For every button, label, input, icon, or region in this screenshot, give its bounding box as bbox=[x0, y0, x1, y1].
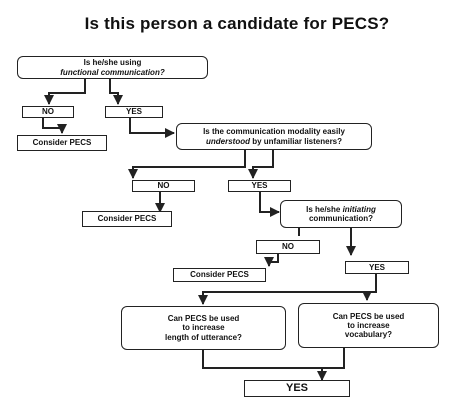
q3-line1-italic: initiating bbox=[342, 204, 376, 214]
q5-line1: Can PECS be used bbox=[332, 311, 405, 321]
page-title: Is this person a candidate for PECS? bbox=[84, 14, 390, 33]
q2-consider-pecs-box: Consider PECS bbox=[82, 211, 172, 227]
question-modality-understood: Is the communication modality easily und… bbox=[176, 123, 372, 150]
connector-q3yes-q4 bbox=[198, 291, 376, 305]
q1-line1: Is he/she using bbox=[83, 58, 142, 68]
connector-q1-yes bbox=[109, 77, 123, 105]
q2-no-label: NO bbox=[157, 181, 170, 191]
q4-line3: length of utterance? bbox=[165, 332, 242, 342]
connector-q3no-consider bbox=[264, 254, 279, 267]
q2-line2-rest: by unfamiliar listeners? bbox=[249, 136, 343, 146]
question-initiating-communication: Is he/she initiating communication? bbox=[280, 200, 402, 228]
question-length-of-utterance: Can PECS be used to increase length of u… bbox=[121, 306, 286, 350]
q3-line1: Is he/she initiating bbox=[306, 205, 376, 214]
q1-no-box: NO bbox=[22, 106, 74, 118]
q1-line2: functional communication? bbox=[60, 67, 165, 77]
q2-line1: Is the communication modality easily bbox=[203, 127, 345, 137]
q5-line2: to increase bbox=[347, 320, 390, 330]
final-yes-box: YES bbox=[244, 380, 350, 397]
connector-q3-yes bbox=[346, 225, 356, 256]
connector-q2-no bbox=[128, 150, 246, 179]
q5-line3: vocabulary? bbox=[344, 330, 393, 340]
q3-line2: communication? bbox=[308, 214, 373, 223]
q2-line2-italic: understood bbox=[205, 136, 250, 146]
q1-consider-pecs-box: Consider PECS bbox=[17, 135, 107, 151]
q3-yes-label: YES bbox=[368, 262, 385, 272]
q1-yes-label: YES bbox=[125, 107, 142, 117]
q3-no-box: NO bbox=[256, 240, 320, 254]
q2-yes-box: YES bbox=[228, 180, 291, 192]
connector-q2yes-q3 bbox=[259, 192, 280, 217]
q1-no-label: NO bbox=[42, 107, 54, 117]
q1-yes-box: YES bbox=[105, 106, 163, 118]
question-vocabulary: Can PECS be used to increase vocabulary? bbox=[298, 303, 439, 348]
q3-no-label: NO bbox=[282, 242, 294, 252]
q1-consider-label: Consider PECS bbox=[32, 138, 92, 148]
connector-q2-yes bbox=[248, 150, 274, 179]
final-yes-label: YES bbox=[285, 382, 308, 395]
question-functional-communication: Is he/she using functional communication… bbox=[17, 56, 208, 79]
q4-line2: to increase bbox=[182, 323, 225, 333]
q3-line1-pre: Is he/she bbox=[306, 204, 343, 214]
connector-q1-no bbox=[44, 77, 86, 105]
connector-q4-final bbox=[202, 349, 322, 369]
q3-yes-box: YES bbox=[345, 261, 409, 274]
connector-q5-final bbox=[317, 346, 345, 381]
q2-yes-label: YES bbox=[251, 181, 268, 191]
q2-no-box: NO bbox=[132, 180, 195, 192]
connector-q1no-consider bbox=[42, 117, 67, 134]
connector-q3yes-q5 bbox=[362, 274, 377, 301]
q2-consider-label: Consider PECS bbox=[97, 214, 157, 224]
q3-consider-pecs-box: Consider PECS bbox=[173, 268, 266, 282]
q3-consider-label: Consider PECS bbox=[190, 270, 249, 280]
connector-q1yes-q2 bbox=[129, 117, 175, 138]
q2-line2: understood by unfamiliar listeners? bbox=[206, 137, 342, 146]
q4-line1: Can PECS be used bbox=[167, 314, 240, 324]
